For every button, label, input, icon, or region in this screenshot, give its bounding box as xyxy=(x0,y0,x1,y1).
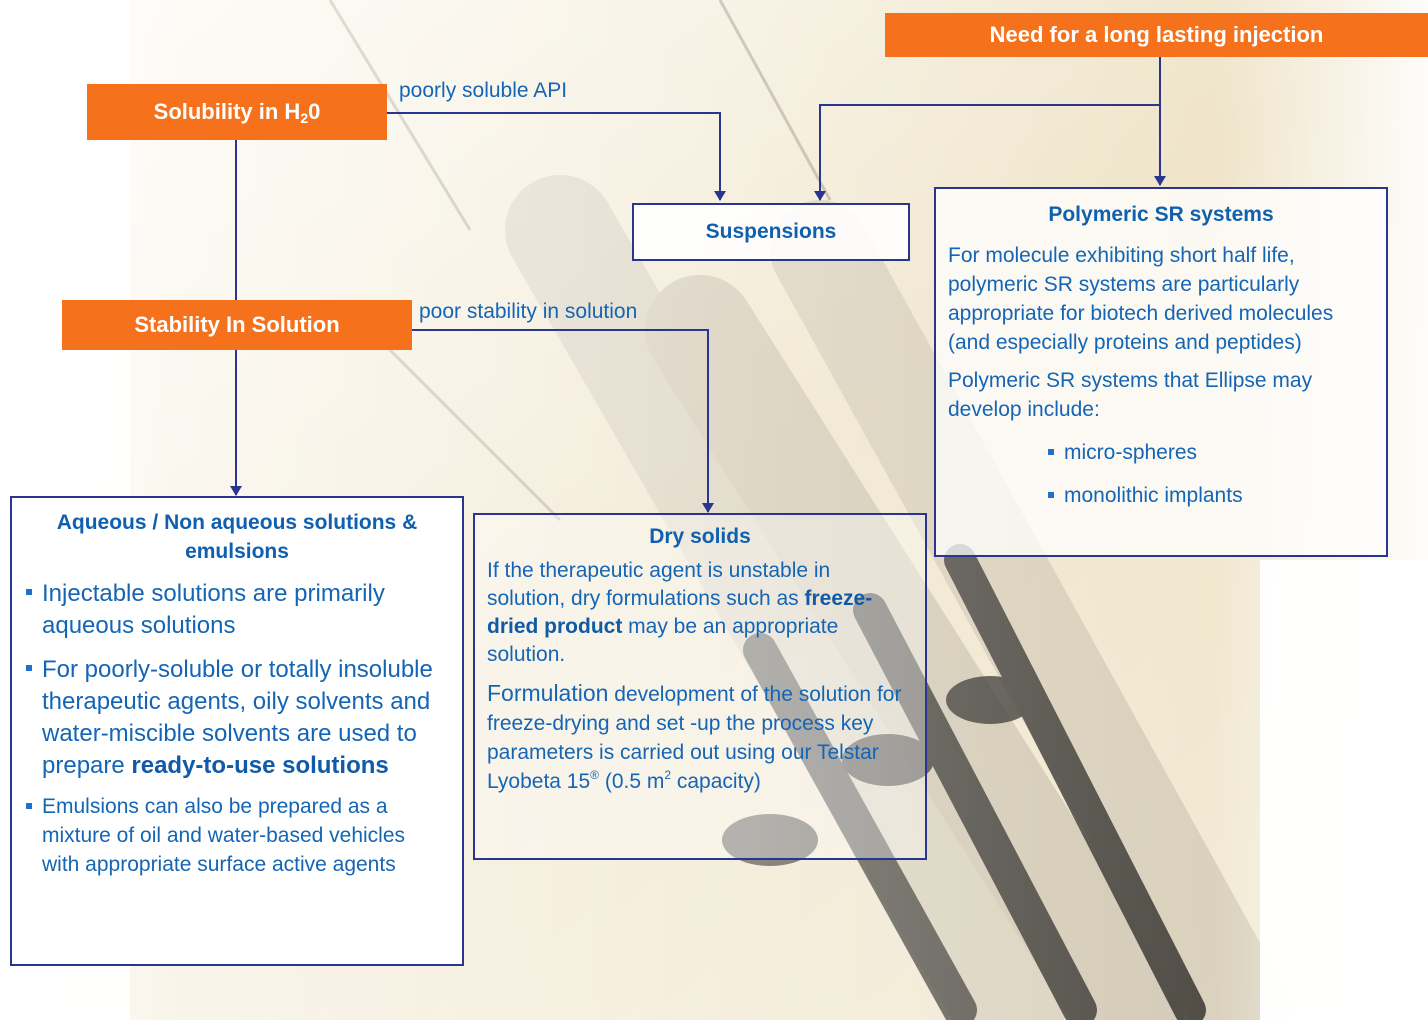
suspensions-box: Suspensions xyxy=(632,203,910,261)
aqueous-solutions-box: Aqueous / Non aqueous solutions & emulsi… xyxy=(10,496,464,966)
aqueous-bullet-2: For poorly-soluble or totally insoluble … xyxy=(26,654,448,782)
suspensions-title: Suspensions xyxy=(705,220,837,243)
long-lasting-label: Need for a long lasting injection xyxy=(989,22,1324,47)
stability-box: Stability In Solution xyxy=(62,300,412,350)
polymeric-item-micro-spheres: micro-spheres xyxy=(1048,438,1374,467)
edge-label-poorly-soluble: poorly soluble API xyxy=(399,79,568,102)
polymeric-sr-box: Polymeric SR systems For molecule exhibi… xyxy=(934,187,1388,557)
dry-solids-title: Dry solids xyxy=(649,525,751,548)
stability-label: Stability In Solution xyxy=(134,312,340,337)
dry-solids-paragraph-1: If the therapeutic agent is unstable in … xyxy=(487,559,873,666)
polymeric-paragraph-2: Polymeric SR systems that Ellipse may de… xyxy=(948,369,1313,421)
polymeric-title: Polymeric SR systems xyxy=(1048,203,1274,226)
solubility-label: Solubility in H20 xyxy=(153,99,321,126)
dry-solids-box: Dry solids If the therapeutic agent is u… xyxy=(473,513,927,860)
long-lasting-injection-box: Need for a long lasting injection xyxy=(885,13,1428,57)
polymeric-item-monolithic-implants: monolithic implants xyxy=(1048,481,1374,510)
aqueous-bullet-1: Injectable solutions are primarily aqueo… xyxy=(26,578,448,642)
aqueous-bullet-3: Emulsions can also be prepared as a mixt… xyxy=(26,792,448,879)
dry-solids-paragraph-2: Formulation development of the solution … xyxy=(487,680,902,793)
aqueous-title: Aqueous / Non aqueous solutions & emulsi… xyxy=(56,511,418,563)
edge-label-poor-stability: poor stability in solution xyxy=(419,300,638,323)
polymeric-paragraph-1: For molecule exhibiting short half life,… xyxy=(948,244,1334,354)
solubility-box: Solubility in H20 xyxy=(87,84,387,140)
